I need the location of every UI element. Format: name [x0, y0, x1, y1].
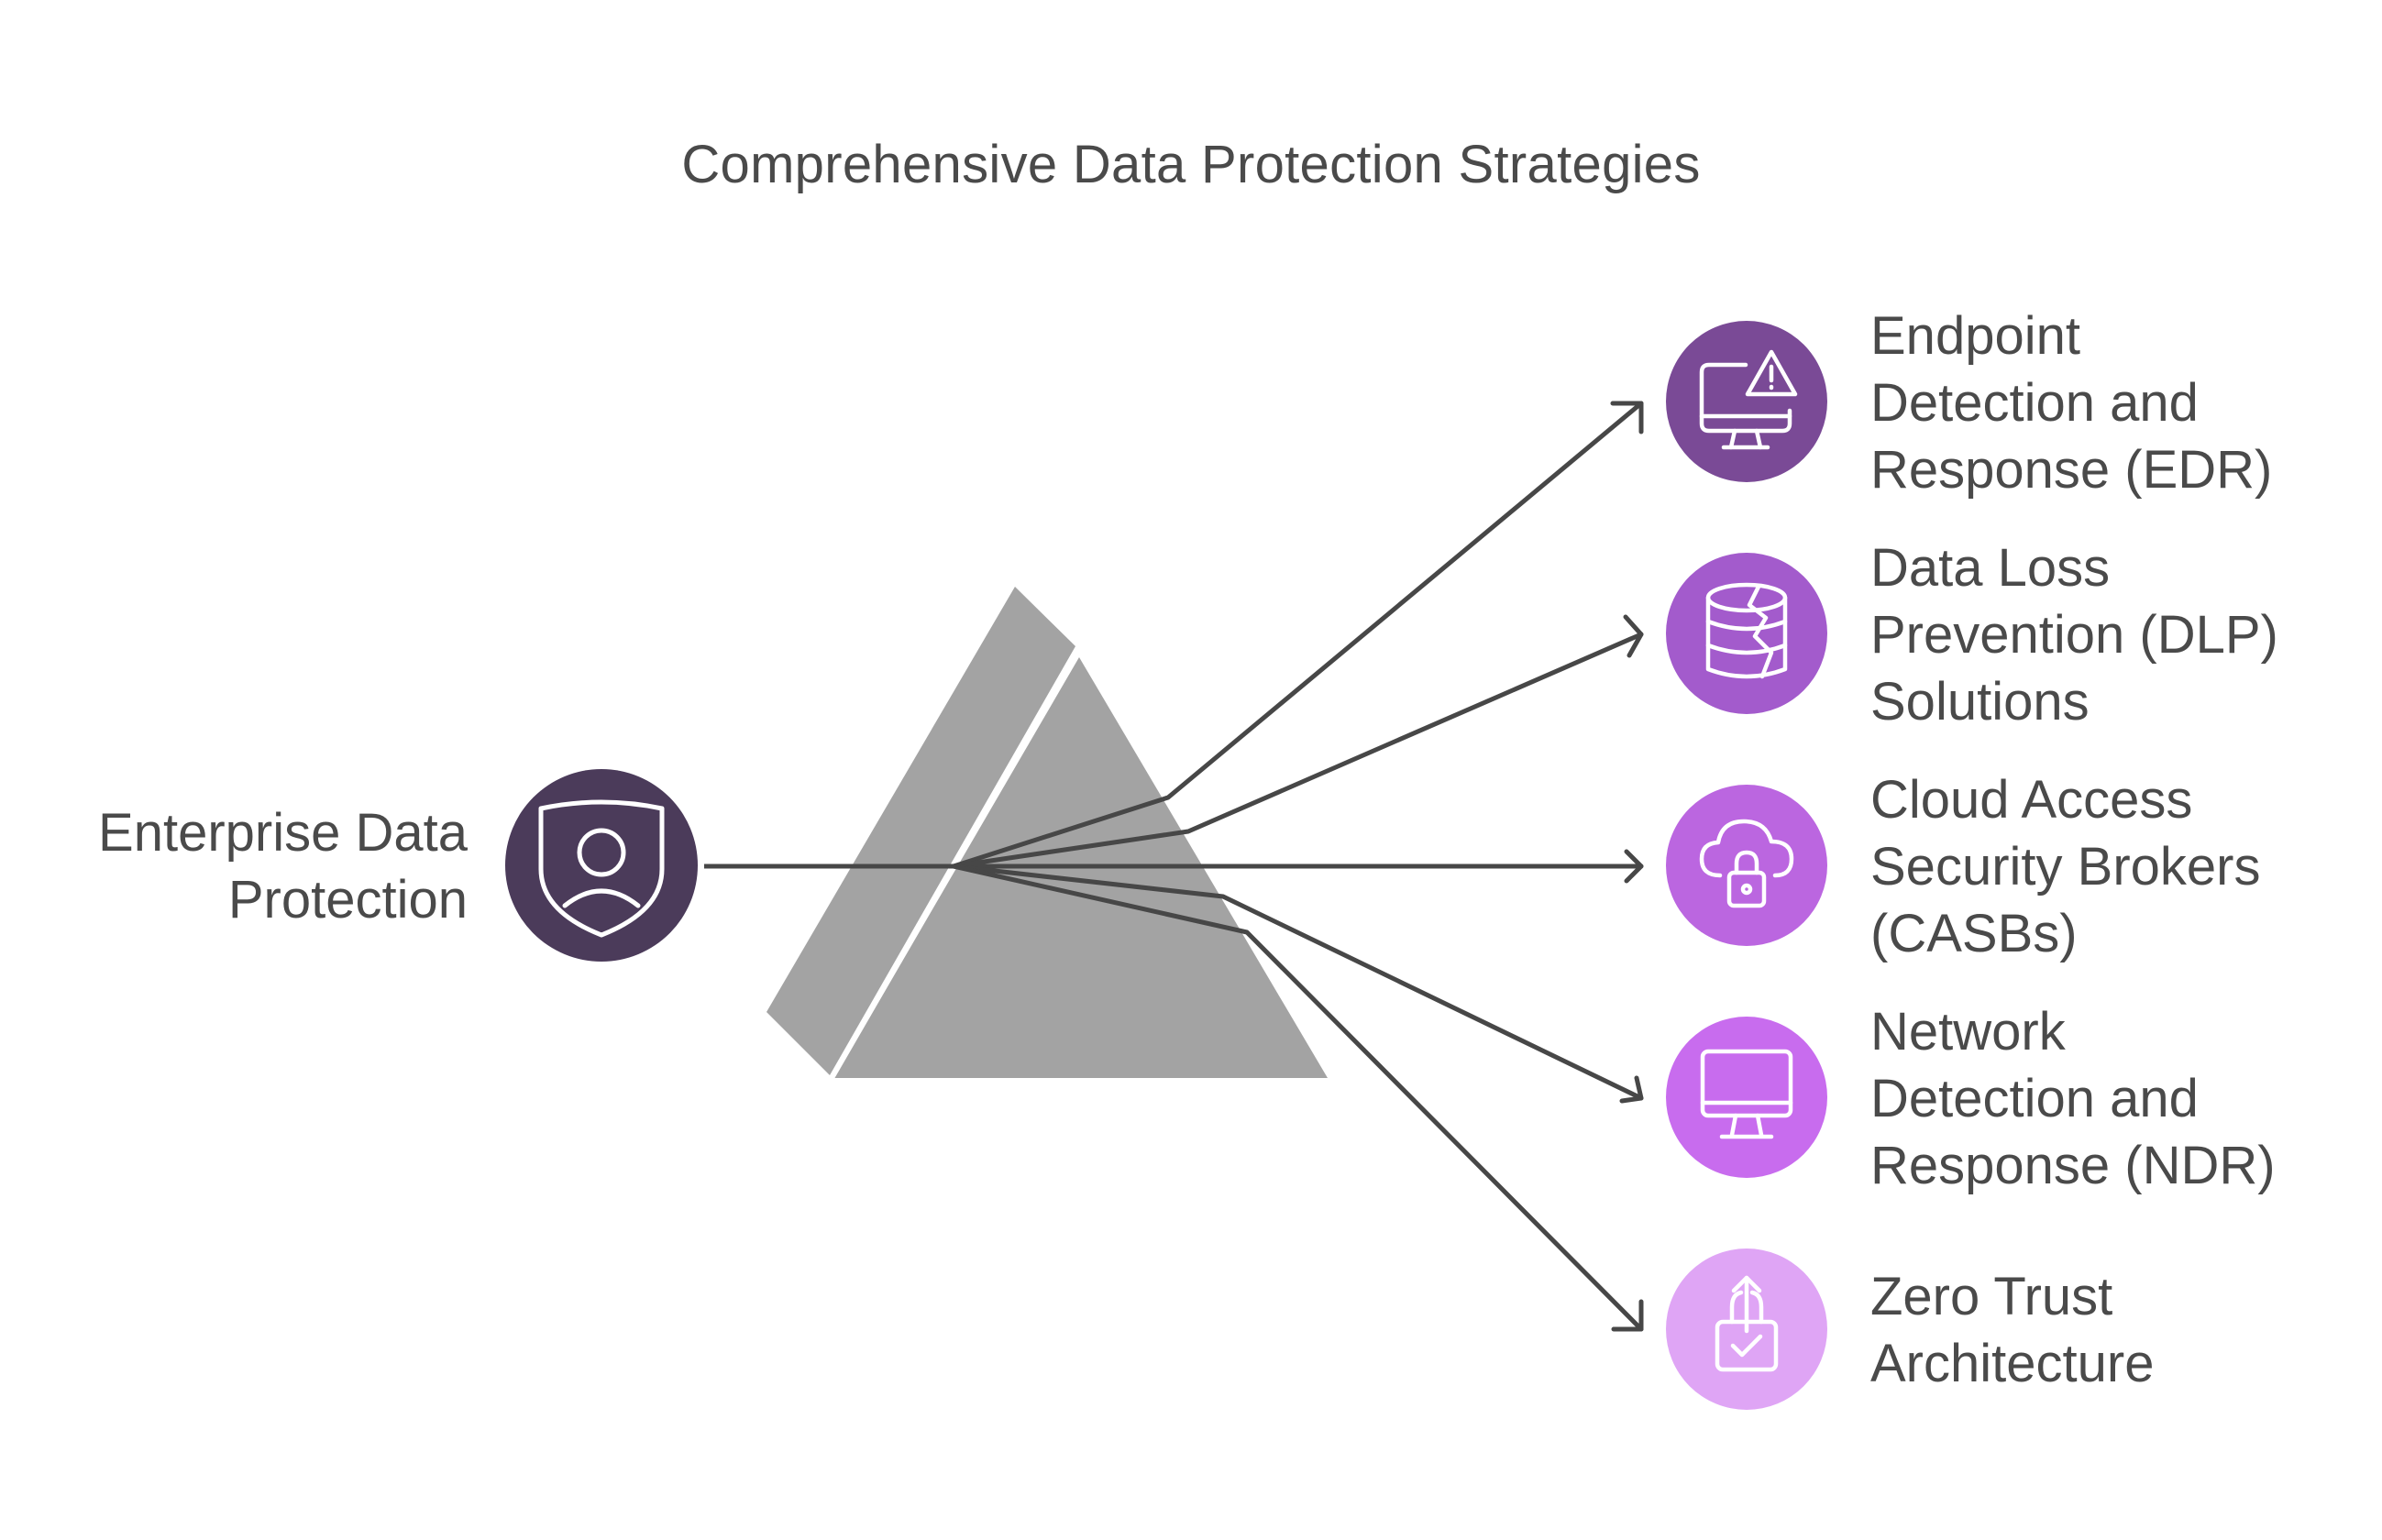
- ztna-label-line: Architecture: [1870, 1330, 2365, 1397]
- ndr-circle: [1666, 1017, 1827, 1178]
- output-node-ndr: [1666, 1017, 1827, 1178]
- prism-shape: [766, 587, 1328, 1078]
- ztna-label-line: Zero Trust: [1870, 1263, 2365, 1330]
- ndr-label-line: Detection and: [1870, 1065, 2365, 1132]
- dlp-label: Data Loss Prevention (DLP) Solutions: [1870, 534, 2365, 735]
- output-rays: [954, 403, 1641, 1329]
- edr-circle: [1666, 321, 1827, 482]
- output-node-dlp: [1666, 553, 1827, 714]
- casb-label-line: Security Brokers: [1870, 833, 2365, 900]
- casb-label: Cloud Access Security Brokers (CASBs): [1870, 766, 2365, 967]
- edr-label-line: Endpoint: [1870, 302, 2365, 369]
- dlp-label-line: Data Loss: [1870, 534, 2365, 601]
- ndr-label-line: Network: [1870, 998, 2365, 1065]
- source-label: Enterprise Data Protection: [55, 799, 468, 933]
- casb-label-line: Cloud Access: [1870, 766, 2365, 833]
- source-node: [505, 769, 698, 962]
- source-label-line: Enterprise Data: [55, 799, 468, 866]
- output-node-ztna: [1666, 1248, 1827, 1410]
- casb-circle: [1666, 785, 1827, 946]
- output-node-edr: [1666, 321, 1827, 482]
- dlp-label-line: Solutions: [1870, 668, 2365, 735]
- casb-label-line: (CASBs): [1870, 900, 2365, 967]
- edr-label-line: Response (EDR): [1870, 436, 2365, 503]
- ndr-label-line: Response (NDR): [1870, 1132, 2365, 1199]
- edr-label: Endpoint Detection and Response (EDR): [1870, 302, 2365, 503]
- edr-label-line: Detection and: [1870, 369, 2365, 436]
- output-node-casb: [1666, 785, 1827, 946]
- source-label-line: Protection: [55, 866, 468, 933]
- dlp-circle: [1666, 553, 1827, 714]
- ztna-label: Zero Trust Architecture: [1870, 1263, 2365, 1397]
- ndr-label: Network Detection and Response (NDR): [1870, 998, 2365, 1199]
- dlp-label-line: Prevention (DLP): [1870, 601, 2365, 668]
